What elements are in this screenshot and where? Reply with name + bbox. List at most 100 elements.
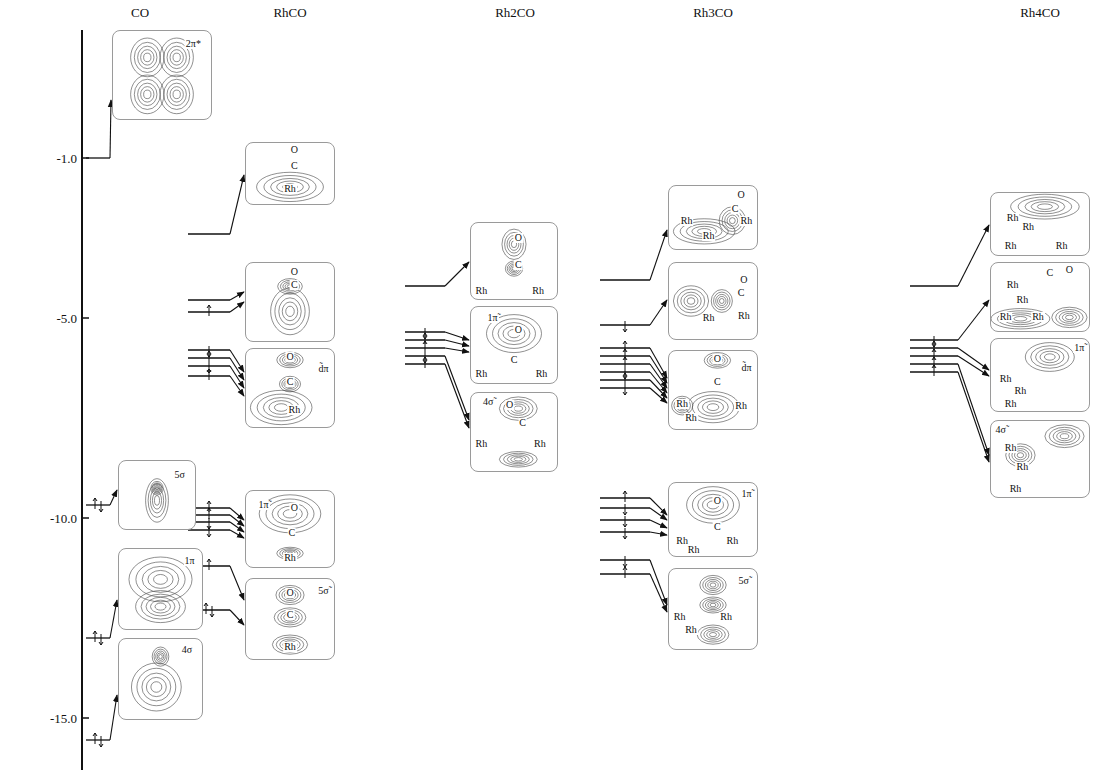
spin-arrow bbox=[423, 341, 427, 352]
atom-label: Rh bbox=[533, 439, 547, 449]
energy-level bbox=[86, 157, 110, 158]
atom-label: C bbox=[286, 610, 295, 620]
orbital-panel: 5σ bbox=[118, 460, 196, 530]
spin-arrow bbox=[204, 603, 208, 614]
atom-label: Rh bbox=[1014, 386, 1028, 396]
orbital-panel: 1π bbox=[118, 548, 203, 630]
atom-label: Rh bbox=[1021, 222, 1035, 232]
atom-label: C bbox=[731, 204, 740, 214]
orbital-panel: 4σ̃OCRhRh bbox=[470, 392, 558, 472]
orbital-panel: 1π̃OCRhRhRh bbox=[668, 482, 758, 557]
orbital-label: 4σ bbox=[181, 645, 193, 655]
column-heading: Rh4CO bbox=[1020, 6, 1060, 19]
atom-label: C bbox=[713, 522, 722, 532]
atom-label: O bbox=[285, 352, 294, 362]
orbital-panel: CORhRhRhRh bbox=[990, 262, 1090, 332]
atom-label: Rh bbox=[673, 612, 687, 622]
leader-arrow bbox=[650, 348, 667, 378]
leader-arrow bbox=[958, 356, 989, 376]
leader-arrow bbox=[445, 356, 469, 420]
leader-arrow bbox=[445, 262, 469, 286]
column-heading: Rh3CO bbox=[693, 6, 733, 19]
atom-label: Rh bbox=[740, 216, 754, 226]
orbital-panel: d̃πOCRh bbox=[245, 348, 335, 428]
orbital-label: 1π̃ bbox=[486, 313, 498, 323]
atom-label: O bbox=[290, 267, 299, 277]
leader-arrow bbox=[445, 332, 469, 340]
column-heading: RhCO bbox=[273, 6, 306, 19]
leader-arrow bbox=[650, 508, 667, 520]
spin-arrow bbox=[623, 528, 627, 539]
leader-arrow bbox=[650, 300, 667, 325]
orbital-panel: OCRhRhRh bbox=[668, 185, 758, 250]
atom-label: Rh bbox=[1006, 213, 1020, 223]
atom-label: O bbox=[739, 275, 748, 285]
atom-label: Rh bbox=[1004, 443, 1018, 453]
leader-arrow bbox=[650, 532, 667, 535]
orbital-label: 5σ̃ bbox=[317, 586, 329, 596]
spin-arrow bbox=[623, 516, 627, 527]
energy-level bbox=[188, 233, 230, 234]
orbital-label: 4σ̃ bbox=[482, 397, 494, 407]
energy-level bbox=[405, 285, 445, 286]
atom-label: Rh bbox=[1004, 399, 1018, 409]
spin-arrow bbox=[99, 501, 103, 512]
orbital-panel: 4σ̃RhRhRh bbox=[990, 420, 1090, 498]
orbital-panel: RhRhRhRh bbox=[990, 192, 1090, 256]
atom-label: Rh bbox=[474, 439, 488, 449]
orbital-panel: 1π̃OCRh bbox=[245, 490, 335, 568]
atom-label: Rh bbox=[684, 625, 698, 635]
leader-arrow bbox=[650, 574, 667, 612]
spin-arrow bbox=[623, 491, 627, 502]
leader-arrow bbox=[650, 520, 667, 528]
atom-label: C bbox=[286, 377, 295, 387]
atom-label: C bbox=[514, 260, 523, 270]
atom-label: Rh bbox=[1016, 295, 1030, 305]
leader-arrow bbox=[650, 356, 667, 383]
atom-label: Rh bbox=[283, 642, 297, 652]
atom-label: C bbox=[510, 355, 519, 365]
column-heading: CO bbox=[131, 6, 149, 19]
column-heading: Rh2CO bbox=[495, 6, 535, 19]
orbital-panel: 1π̃RhRhRh bbox=[990, 338, 1090, 412]
atom-label: Rh bbox=[680, 216, 694, 226]
orbital-label: 5σ bbox=[174, 470, 186, 480]
atom-label: O bbox=[290, 503, 299, 513]
atom-label: C bbox=[287, 528, 296, 538]
atom-label: O bbox=[514, 325, 523, 335]
leader-arrow bbox=[230, 566, 244, 600]
spin-arrow bbox=[623, 357, 627, 368]
spin-arrow bbox=[207, 508, 211, 519]
atom-label: Rh bbox=[999, 312, 1013, 322]
leader-arrow bbox=[958, 372, 989, 462]
atom-label: C bbox=[290, 280, 299, 290]
spin-arrow bbox=[623, 556, 627, 567]
leader-arrow bbox=[230, 530, 244, 538]
leader-arrow bbox=[230, 610, 244, 625]
spin-arrow bbox=[210, 606, 214, 617]
orbital-panel: OCRhRh bbox=[668, 262, 758, 340]
spin-arrow bbox=[99, 634, 103, 645]
leader-arrow bbox=[230, 292, 244, 300]
atom-label: Rh bbox=[702, 313, 716, 323]
leader-arrow bbox=[445, 340, 469, 346]
leader-arrow bbox=[230, 515, 244, 526]
atom-label: C bbox=[1045, 268, 1054, 278]
atom-label: Rh bbox=[283, 184, 297, 194]
atom-label: Rh bbox=[734, 401, 748, 411]
atom-label: Rh bbox=[999, 374, 1013, 384]
spin-arrow bbox=[207, 369, 211, 380]
leader-arrow bbox=[230, 508, 244, 520]
orbital-label: 4σ̃ bbox=[995, 425, 1007, 435]
atom-label: Rh bbox=[737, 311, 751, 321]
spin-arrow bbox=[623, 373, 627, 384]
axis-tick bbox=[82, 517, 89, 519]
atom-label: Rh bbox=[1006, 280, 1020, 290]
leader-arrow bbox=[230, 302, 244, 312]
atom-label: Rh bbox=[687, 545, 701, 555]
orbital-panel: d̃πOCRhRhRh bbox=[668, 350, 758, 430]
leader-arrow bbox=[445, 364, 469, 428]
leader-arrow bbox=[230, 522, 244, 532]
atom-label: Rh bbox=[474, 286, 488, 296]
spin-arrow bbox=[93, 733, 97, 744]
